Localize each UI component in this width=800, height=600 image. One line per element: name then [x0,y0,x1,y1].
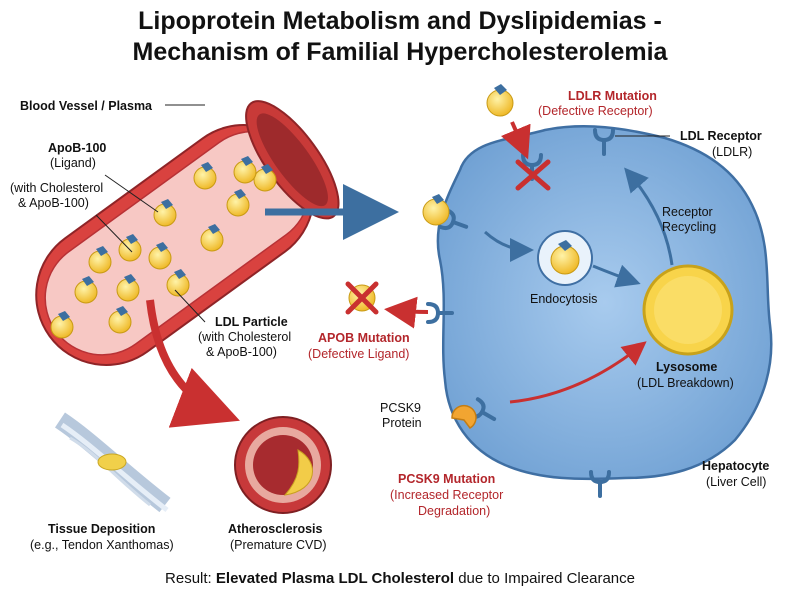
arrow-to-lysosome [592,264,641,288]
label-tissue-title: Tissue Deposition [48,522,155,536]
ldl-receptor-top [593,128,615,156]
label-recycling-line2: Recycling [662,220,716,234]
label-ldl-line1: (with Cholesterol [198,330,291,344]
ldl-particle-8 [200,224,224,252]
leader-apob [104,174,159,213]
ldl-particle-3 [108,306,132,334]
apob-mutation-particle [345,281,379,315]
label-hepatocyte-sub: (Liver Cell) [706,475,766,489]
ldl-particle-4 [88,246,112,274]
label-hepatocyte-title: Hepatocyte [702,459,769,473]
label-ldl-particle: LDL Particle [215,315,288,329]
ldl-particle-14 [116,274,140,302]
label-athero-sub: (Premature CVD) [230,538,327,552]
ldl-particle-12 [193,162,217,190]
arrow-apob-mutation [384,296,429,329]
ldl-particle-6 [153,199,177,227]
label-lysosome-title: Lysosome [656,360,717,374]
label-apob-title: ApoB-100 [48,141,106,155]
blood-vessel [35,100,340,366]
arrow-pcsk9-degradation [509,341,647,404]
label-apob-mut-title: APOB Mutation [318,331,410,345]
label-lysosome-sub: (LDL Breakdown) [637,376,734,390]
label-chol-line2: & ApoB-100) [18,196,89,210]
result-footer: Result: Elevated Plasma LDL Cholesterol … [0,570,800,587]
ldlr-mutation-particle [486,84,514,117]
ldl-particle-binding [422,194,450,226]
ldl-receptor-binding [438,208,469,231]
ldl-particle-2 [74,276,98,304]
label-pcsk9-mut-line2: Degradation) [418,504,490,518]
label-pcsk9-line1: PCSK9 [380,401,421,415]
ldl-receptor-bottom [589,470,611,498]
ldl-particle-10 [253,164,277,192]
ldl-particle-bound [422,194,450,226]
ldl-particle-7 [166,269,190,297]
label-athero-title: Atherosclerosis [228,522,323,536]
label-blood-vessel: Blood Vessel / Plasma [20,99,153,113]
label-ldl-receptor-title: LDL Receptor [680,129,762,143]
arrow-receptor-recycling [624,167,674,266]
footer-prefix: Result: [165,570,216,587]
title-line-2: Mechanism of Familial Hypercholesterolem… [132,38,668,66]
footer-suffix: due to Impaired Clearance [454,570,635,587]
arrow-ldlr-mutation [500,121,531,160]
label-ldlr-mut-title: LDLR Mutation [568,89,657,103]
lysosome [642,264,734,356]
label-recycling-line1: Receptor [662,205,713,219]
label-ldlr-mut-sub: (Defective Receptor) [538,104,653,118]
endocytosis-vesicle [537,230,593,286]
tendon-xanthoma-illustration [54,412,171,513]
ldl-particles-in-vessel [50,156,277,339]
arrow-to-atherosclerosis [146,299,240,428]
label-pcsk9-mut-line1: (Increased Receptor [390,488,503,502]
ldlr-mutation-x-icon [515,159,551,191]
label-pcsk9-line2: Protein [382,416,422,430]
ldl-particle-13 [148,242,172,270]
plaque [283,449,313,496]
label-apob-sub: (Ligand) [50,156,96,170]
label-apob-mut-sub: (Defective Ligand) [308,347,409,361]
pcsk9-protein [451,404,477,429]
label-pcsk9-mut-title: PCSK9 Mutation [398,472,495,486]
hepatocyte-cell [436,125,773,481]
ldl-receptors [426,128,615,498]
ldl-receptor-apob [426,302,454,324]
arrow-to-endocytosis [483,230,534,262]
label-ldl-line2: & ApoB-100) [206,345,277,359]
ldl-particle-1 [50,311,74,339]
label-endocytosis: Endocytosis [530,292,597,306]
vesicle-apob [558,240,572,251]
ldl-particle-9 [226,189,250,217]
footer-bold: Elevated Plasma LDL Cholesterol [215,570,455,587]
label-tissue-sub: (e.g., Tendon Xanthomas) [30,538,174,552]
title-line-1: Lipoprotein Metabolism and Dyslipidemias… [138,7,662,35]
leader-ldl-particle [174,289,206,323]
ldl-particle-11 [233,156,257,184]
label-chol-line1: (with Cholesterol [10,181,103,195]
label-ldl-receptor-sub: (LDLR) [712,145,752,159]
diagram-title: Lipoprotein Metabolism and Dyslipidemias… [0,6,800,68]
leader-cholesterol [95,214,133,253]
atherosclerosis-artery [234,416,332,514]
